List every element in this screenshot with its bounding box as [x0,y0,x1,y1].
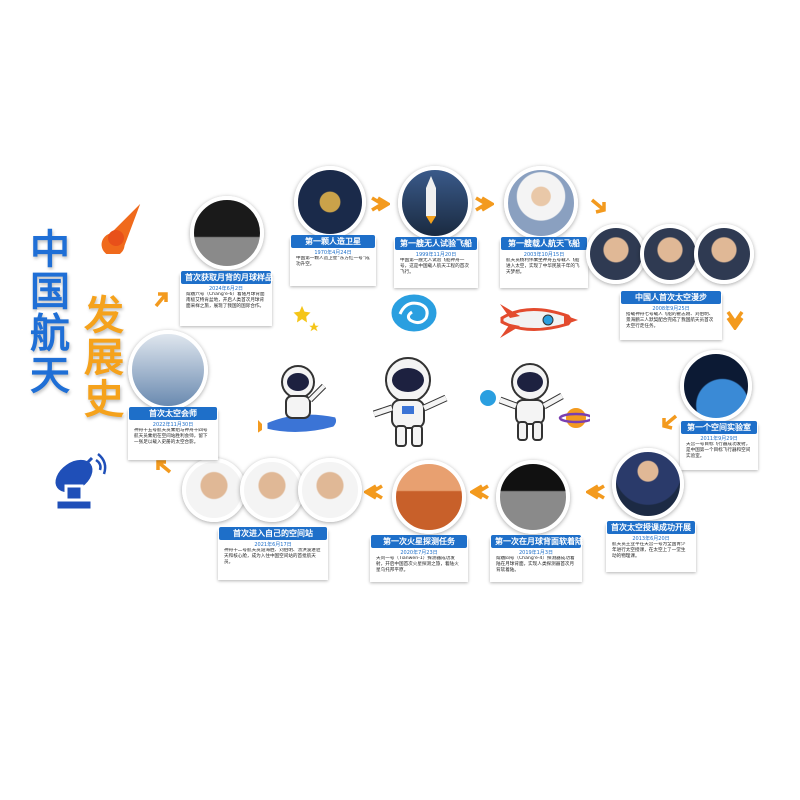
astronaut-portrait-photo [640,224,700,284]
milestone-date: 2003年10月15日 [523,252,565,258]
arrow-icon [371,196,390,212]
arrow-icon [470,484,489,500]
title-char: 中 [28,227,72,273]
satellite-photo [294,166,366,238]
milestone-date: 2011年9月29日 [700,436,738,442]
milestone-desc: 嫦娥六号（Chang'e-6）着陆月球背面南极艾特肯盆地，开启人类首次月球背面采… [186,292,265,309]
astronaut-photo [504,166,578,240]
moon-surface-photo [496,460,570,534]
crescent-moon-icon [601,352,642,432]
arrow-icon [662,414,678,430]
milestone-label: 首次太空会师 [129,407,217,420]
milestone-date: 2021年6月17日 [254,542,292,548]
mars-rover-photo [392,460,466,534]
milestone-desc: 航天员王亚平在天宫一号为全国青少年进行太空授课，在太空上了一堂生动的物理课。 [612,542,686,559]
milestone-desc: 天问一号（Tianwen-1）探测器成功发射，开启中国首次火星探测之旅，着陆火星… [376,556,459,573]
space-lab-photo [680,350,752,422]
arrow-icon [364,484,383,500]
arrow-icon [590,198,606,214]
milestone-label: 第一次在月球背面软着陆 [491,535,583,548]
milestone-date: 2024年6月2日 [208,286,244,292]
milestone-date: 2019年1月3日 [518,550,554,556]
astronaut-with-planets-icon [478,363,590,441]
milestone-desc: 神舟十二号航天员聂海胜、刘伯明、汤洪波进驻天和核心舱，成为入住中国空间站的首批航… [224,548,321,565]
milestone-card-lab: 第一个空间实验室 2011年9月29日 天宫一号目标飞行器成功发射，是中国第一个… [680,421,758,470]
milestone-label: 第一个空间实验室 [681,421,757,434]
astronaut-icon [372,357,448,447]
milestone-label: 第一艘载人航天飞船 [501,237,587,250]
milestone-card-farside: 第一次在月球背面软着陆 2019年1月3日 嫦娥四号（Chang'e-4）探测器… [490,535,583,582]
milestone-label: 第一次火星探测任务 [371,535,467,548]
title-char: 史 [82,377,126,423]
meteor-icon [98,196,146,254]
crescent-moon-icon [219,331,247,385]
milestone-label: 首次获取月背的月球样品 [181,271,273,284]
arrow-icon [475,196,494,212]
milestone-label: 首次进入自己的空间站 [219,527,327,540]
galaxy-icon [388,291,440,335]
milestone-label: 中国人首次太空漫步 [621,291,721,304]
milestone-date: 1999年11月20日 [415,252,457,258]
milestone-desc: 嫦娥四号（Chang'e-4）探测器成功着陆在月球背面，实现人类探测器首次月背软… [496,556,575,573]
arrow-icon [156,460,172,474]
astronaut-portrait-photo [694,224,754,284]
milestone-desc: 天宫一号目标飞行器成功发射，是中国第一个目标飞行器和空间实验室。 [686,442,751,459]
title-char: 航 [28,311,72,357]
milestone-card-sample: 首次获取月背的月球样品 2024年6月2日 嫦娥六号（Chang'e-6）着陆月… [180,271,273,326]
astronaut-portrait-photo [586,224,646,284]
arrow-icon [586,484,605,500]
astronaut-portrait-photo [298,458,362,522]
milestone-card-satellite: 第一颗人造卫星 1970年4月24日 中国第一颗人造卫星“东方红一号”成功升空。 [290,235,376,286]
milestone-card-unmanned: 第一艘无人试验飞船 1999年11月20日 中国第一艘无人试验飞船神舟一号，这是… [394,237,478,288]
milestone-label: 第一颗人造卫星 [291,235,375,248]
milestone-card-teaching: 首次太空授课成功开展 2013年6月20日 航天员王亚平在天宫一号为全国青少年进… [606,521,696,572]
milestone-desc: 中国第一颗人造卫星“东方红一号”成功升空。 [296,256,370,267]
milestone-date: 2020年7月23日 [400,550,438,556]
milestone-card-manned: 第一艘载人航天飞船 2003年10月15日 航天员杨利伟乘坐神舟五号载人飞船进入… [500,237,588,288]
rocket-photo-icon [426,176,436,224]
crew-group-photo [128,330,208,410]
milestone-date: 2008年9月25日 [652,306,690,312]
milestone-card-mars: 第一次火星探测任务 2020年7月23日 天问一号（Tianwen-1）探测器成… [370,535,468,582]
milestone-label: 第一艘无人试验飞船 [395,237,477,250]
lunar-lander-photo [190,196,264,270]
title-char: 国 [28,269,72,315]
milestone-card-station: 首次进入自己的空间站 2021年6月17日 神舟十二号航天员聂海胜、刘伯明、汤洪… [218,527,328,580]
milestone-label: 首次太空授课成功开展 [607,521,695,534]
astronaut-portrait-photo [182,458,246,522]
arrow-icon [726,310,744,330]
rocket-icon [500,304,578,338]
title-char: 展 [82,335,126,381]
title-char: 发 [82,293,126,339]
satellite-dish-icon [52,453,107,512]
milestone-date: 1970年4月24日 [314,250,352,256]
milestone-date: 2022年11月30日 [152,422,194,428]
astronaut-on-rocket-icon [258,365,340,436]
milestone-desc: 中国第一艘无人试验飞船神舟一号，这是中国载人航天工程的首次飞行。 [400,258,469,275]
milestone-desc: 神舟十五号航天员乘组与神舟十四号航天员乘组在空间站胜利会师，留下一张足以载入史册… [134,428,208,445]
arrow-icon [154,292,168,308]
astronaut-portrait-photo [240,458,304,522]
milestone-card-spacewalk: 中国人首次太空漫步 2008年9月25日 搭载神舟七号载人飞船的翟志刚、刘伯明、… [620,291,722,340]
milestone-desc: 搭载神舟七号载人飞船的翟志刚、刘伯明、景海鹏三人默契配合完成了我国航天员首次太空… [626,312,714,329]
milestone-card-classroom: 首次太空会师 2022年11月30日 神舟十五号航天员乘组与神舟十四号航天员乘组… [128,407,218,460]
milestone-date: 2013年6月20日 [632,536,670,542]
title-char: 天 [28,353,72,399]
milestone-desc: 航天员杨利伟乘坐神舟五号载人飞船进入太空，实现了中华民族千年的飞天梦想。 [506,258,580,275]
star-icon [292,302,322,335]
astronaut-teacher-photo [612,448,684,520]
